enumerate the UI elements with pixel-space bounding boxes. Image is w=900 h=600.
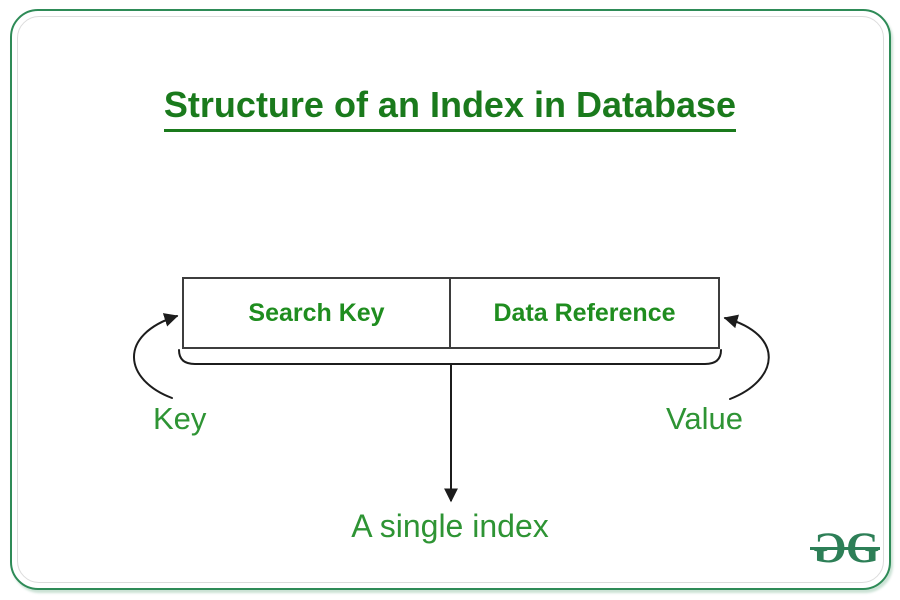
title-container: Structure of an Index in Database	[0, 84, 900, 132]
index-structure-table: Search Key Data Reference	[182, 277, 720, 349]
single-index-label: A single index	[351, 508, 549, 544]
search-key-label: Search Key	[248, 298, 385, 327]
table-cell-data-reference: Data Reference	[451, 279, 718, 347]
value-label: Value	[666, 401, 743, 436]
table-cell-search-key: Search Key	[184, 279, 451, 347]
geeksforgeeks-logo: GG	[810, 525, 880, 572]
single-index-container: A single index	[0, 508, 900, 545]
data-reference-label: Data Reference	[493, 298, 676, 327]
logo-crossbar	[810, 547, 880, 550]
page-title: Structure of an Index in Database	[163, 84, 737, 132]
key-label: Key	[153, 401, 207, 436]
